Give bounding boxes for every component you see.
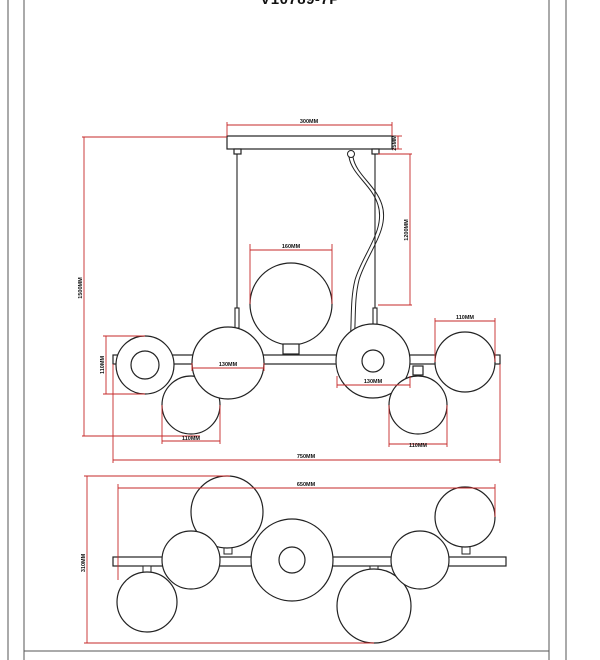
dim-globe-right-top: 110MM <box>456 315 474 321</box>
dim-globe-right-bottom: 110MM <box>409 443 427 449</box>
dim-overall-height: 1500MM <box>78 277 84 299</box>
dim-canopy-height: 25MM <box>392 135 398 151</box>
dim-overall-width: 750MM <box>297 454 316 460</box>
dim-globe-left-bottom: 110MM <box>182 436 200 442</box>
globe-group <box>115 262 496 435</box>
dim-arm-right: 130MM <box>364 379 383 385</box>
top-view: 650MM 310MM <box>81 475 507 644</box>
front-dimension-labels: 300MM 25MM 1200MM 1500MM 160MM 110MM 110… <box>78 119 474 460</box>
top-dimensions <box>84 475 496 644</box>
dim-top-width: 650MM <box>297 482 316 488</box>
dim-globe-left-height: 110MM <box>100 356 106 374</box>
sheet-frame <box>7 0 567 660</box>
dim-globe-large: 160MM <box>282 244 301 250</box>
dim-arm-left: 130MM <box>219 362 238 368</box>
horizontal-bar <box>112 354 501 365</box>
top-view-globes <box>116 475 496 644</box>
power-cord <box>347 150 384 347</box>
front-dimensions <box>82 122 501 463</box>
globe-large <box>249 262 333 346</box>
dim-cable-length: 1200MM <box>404 219 410 241</box>
dim-canopy-width: 300MM <box>300 119 319 125</box>
model-title: V10789-7P <box>0 0 600 8</box>
top-dimension-labels: 650MM 310MM <box>81 482 316 572</box>
dim-top-depth: 310MM <box>81 553 87 572</box>
ceiling-canopy <box>226 135 393 155</box>
front-view: 300MM 25MM 1200MM 1500MM 160MM 110MM 110… <box>78 119 501 463</box>
globe-right <box>434 331 496 393</box>
